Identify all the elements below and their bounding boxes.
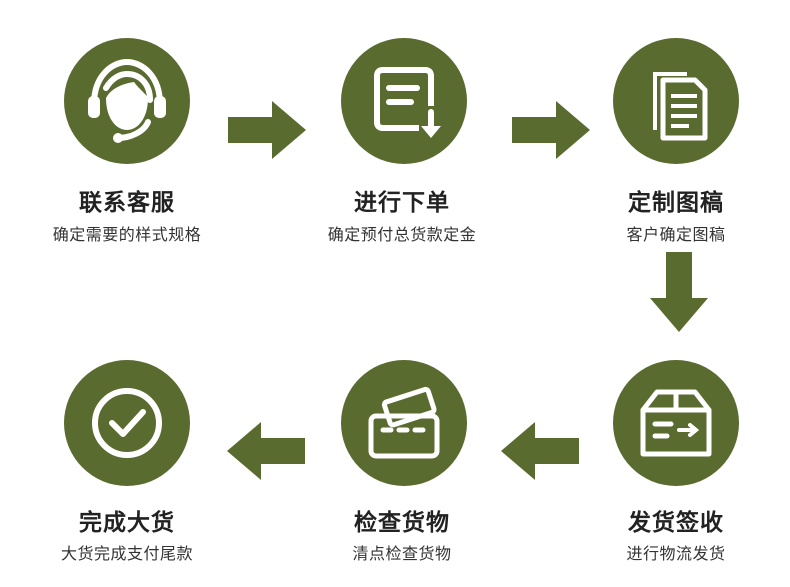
step-5-title: 检查货物 (354, 510, 450, 536)
payment-card-wallet-icon (368, 386, 440, 459)
step-6-circle (64, 360, 190, 486)
step-1-circle (64, 38, 190, 164)
step-1-subtitle: 确定需要的样式规格 (52, 225, 202, 244)
step-4-subtitle: 进行物流发货 (626, 544, 726, 563)
step-6-subtitle: 大货完成支付尾款 (60, 544, 193, 563)
step-4-circle (613, 360, 739, 486)
customer-service-headset-icon (88, 58, 166, 143)
step-2-circle (341, 38, 467, 164)
order-document-download-icon (374, 67, 441, 138)
shipping-box-icon (640, 389, 712, 457)
design-draft-documents-icon (653, 72, 708, 141)
step-2-title: 进行下单 (354, 190, 450, 216)
checkmark-complete-icon (92, 388, 162, 458)
step-3-title: 定制图稿 (628, 190, 724, 216)
step-5-circle (341, 360, 467, 486)
flow-arrow-right-1 (228, 101, 306, 159)
flow-arrow-down (650, 252, 708, 332)
step-3-circle (613, 38, 739, 164)
step-4-title: 发货签收 (628, 510, 724, 536)
step-1-title: 联系客服 (79, 190, 175, 216)
flow-arrow-right-2 (512, 101, 590, 159)
step-5-subtitle: 清点检查货物 (352, 544, 452, 563)
flow-arrow-left-2 (227, 422, 305, 480)
step-3-subtitle: 客户确定图稿 (626, 225, 726, 244)
step-2-subtitle: 确定预付总货款定金 (327, 225, 477, 244)
step-6-title: 完成大货 (79, 510, 175, 536)
flow-arrow-left-1 (501, 422, 579, 480)
